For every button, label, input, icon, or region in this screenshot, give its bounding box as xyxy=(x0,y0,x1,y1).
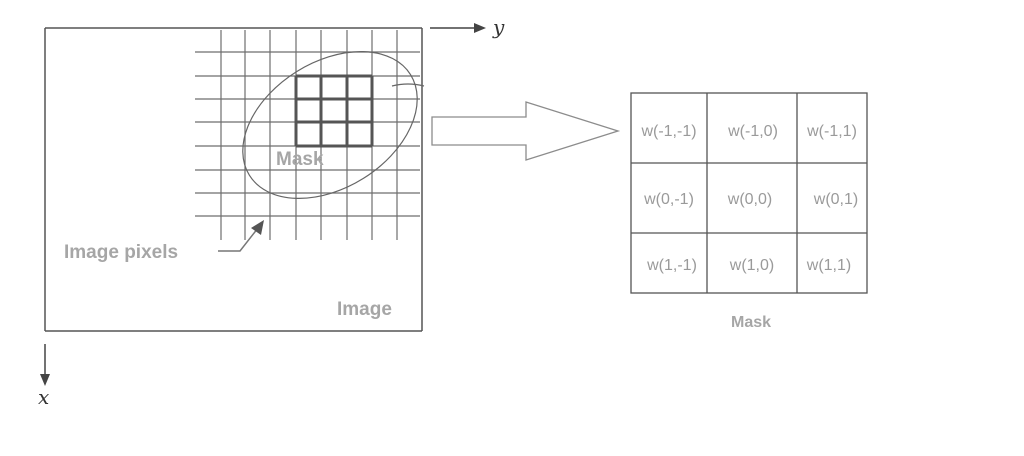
mask-cell-r1c1: w(0,0) xyxy=(727,191,772,208)
mask-cell-r0c2: w(-1,1) xyxy=(806,123,857,140)
image-pixels-label: Image pixels xyxy=(64,242,178,263)
y-axis-label: y xyxy=(492,15,505,39)
mask-cell-r2c2: w(1,1) xyxy=(806,257,851,274)
mask-region-ellipse xyxy=(242,50,418,200)
mask-cell-r0c1: w(-1,0) xyxy=(727,123,778,140)
mask-cell-r1c2: w(0,1) xyxy=(813,191,858,208)
image-label: Image xyxy=(337,299,392,320)
mask-cell-r2c0: w(1,-1) xyxy=(646,257,697,274)
x-axis-arrowhead-icon xyxy=(40,374,50,386)
mask-cell-r1c0: w(0,-1) xyxy=(643,191,694,208)
mask-table-cells: w(-1,-1) w(-1,0) w(-1,1) w(0,-1) w(0,0) … xyxy=(640,123,858,274)
mask-table xyxy=(630,92,868,294)
image-pixel-grid xyxy=(195,30,420,240)
mask-cell-r2c1: w(1,0) xyxy=(729,257,774,274)
mask-on-image-grid xyxy=(294,74,374,148)
image-frame xyxy=(44,27,423,332)
ellipse-tail xyxy=(391,83,425,87)
y-axis-arrowhead-icon xyxy=(474,23,486,33)
x-axis-label: x xyxy=(38,385,49,409)
mask-on-image-label: Mask xyxy=(276,149,324,170)
mask-cell-r0c0: w(-1,-1) xyxy=(640,123,696,140)
big-transition-arrow-icon xyxy=(431,101,621,161)
mask-caption: Mask xyxy=(731,314,771,331)
pointer-arrowhead-icon xyxy=(251,220,264,235)
image-pixels-pointer xyxy=(218,227,259,252)
